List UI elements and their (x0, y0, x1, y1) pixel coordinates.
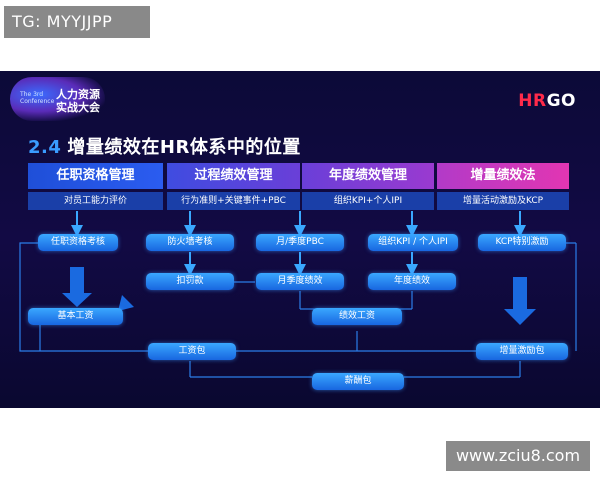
column-sub-process: 行为准则+关键事件+PBC (167, 192, 300, 210)
slide-title-text: 增量绩效在HR体系中的位置 (67, 137, 301, 158)
node-incentive-pack: 增量激励包 (476, 343, 568, 360)
arrow-penalty-to-base (118, 289, 140, 311)
node-salary-pack: 工资包 (148, 343, 236, 360)
node-pay-pack: 薪酬包 (312, 373, 404, 390)
conference-logo-subtext: The 3rd Conference (20, 91, 55, 105)
column-sub-incremental: 增量活动激励及KCP (437, 192, 569, 210)
column-header-qualification: 任职资格管理 (28, 163, 163, 189)
node-qualification-check: 任职资格考核 (38, 234, 118, 251)
column-sub-qualification: 对员工能力评价 (28, 192, 163, 210)
node-penalty: 扣罚款 (146, 273, 234, 290)
node-firewall-check: 防火墙考核 (146, 234, 234, 251)
node-perf-salary: 绩效工资 (312, 308, 402, 325)
node-monthly-perf: 月季度绩效 (256, 273, 344, 290)
conference-logo-title: 人力资源 实战大会 (56, 88, 100, 114)
column-header-incremental: 增量绩效法 (437, 163, 569, 189)
node-annual-perf: 年度绩效 (368, 273, 456, 290)
node-kcp-incentive: KCP特别激励 (478, 234, 566, 251)
top-tag: TG: MYYJJPP (4, 6, 150, 38)
column-sub-annual: 组织KPI+个人IPI (302, 192, 434, 210)
big-arrow-kcp (504, 277, 536, 325)
watermark: www.zciu8.com (446, 441, 590, 471)
column-header-process: 过程绩效管理 (167, 163, 300, 189)
node-base-salary: 基本工资 (28, 308, 123, 325)
column-header-annual: 年度绩效管理 (302, 163, 434, 189)
node-monthly-pbc: 月/季度PBC (256, 234, 344, 251)
conference-logo (10, 77, 105, 121)
flow-connectors (19, 211, 577, 378)
big-arrow-qualification (62, 267, 92, 307)
hrgo-logo: HRGO (518, 91, 576, 111)
slide-title-number: 2.4 (28, 137, 62, 158)
node-org-kpi: 组织KPI / 个人IPI (368, 234, 458, 251)
